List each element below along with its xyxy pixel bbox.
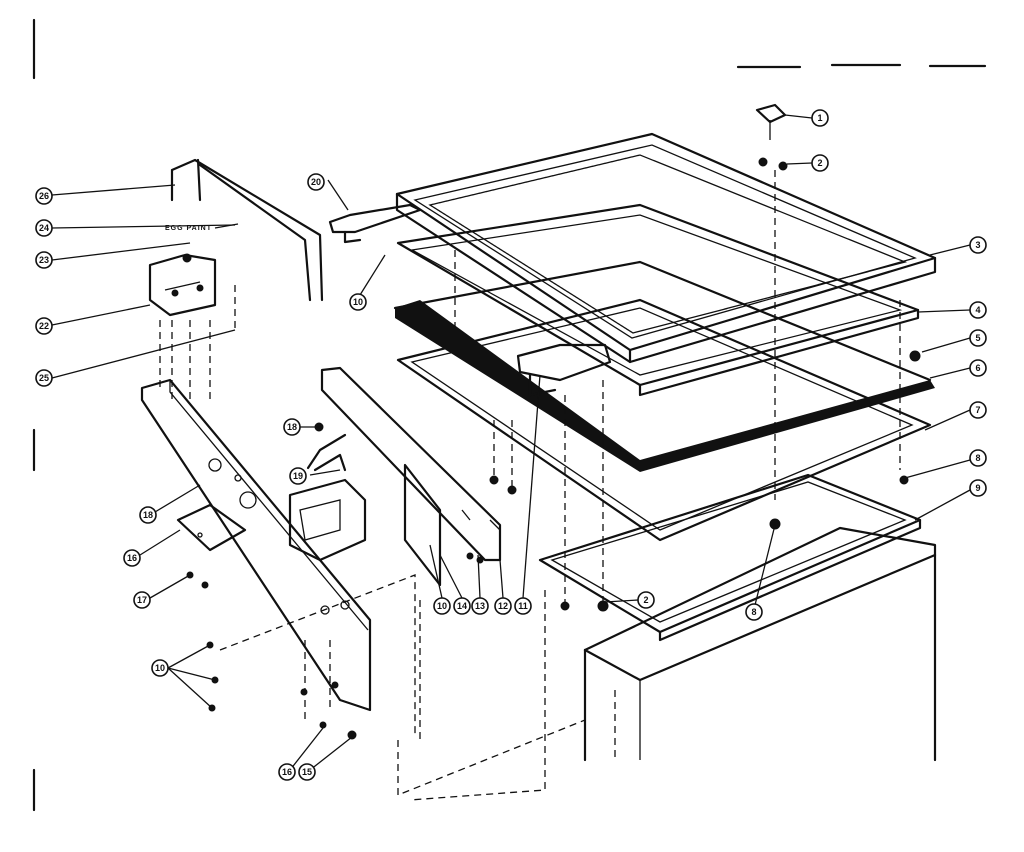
svg-text:12: 12 <box>498 601 508 611</box>
svg-text:5: 5 <box>975 333 980 343</box>
callout-2: 2 <box>811 154 829 172</box>
callout-4: 4 <box>969 301 987 319</box>
callout-10-left: 10 <box>433 597 451 615</box>
callout-18-top: 18 <box>283 418 301 436</box>
svg-text:17: 17 <box>137 595 147 605</box>
callout-1: 1 <box>811 109 829 127</box>
callout-25: 25 <box>35 369 53 387</box>
callout-26: 26 <box>35 187 53 205</box>
skirt-guide-lines <box>219 574 586 801</box>
callout-24: 24 <box>35 219 53 237</box>
callout-17: 17 <box>133 591 151 609</box>
svg-text:22: 22 <box>39 321 49 331</box>
lid-latch <box>755 103 787 140</box>
svg-text:16: 16 <box>127 553 137 563</box>
svg-text:16: 16 <box>282 767 292 777</box>
svg-text:14: 14 <box>457 601 467 611</box>
svg-text:11: 11 <box>518 601 528 611</box>
callout-14: 14 <box>453 597 471 615</box>
svg-text:6: 6 <box>975 363 980 373</box>
svg-text:8: 8 <box>975 453 980 463</box>
callout-5: 5 <box>969 329 987 347</box>
callout-10-top: 10 <box>349 293 367 311</box>
callout-7: 7 <box>969 401 987 419</box>
control-panel-backsplash <box>140 378 372 712</box>
switch-plate <box>176 503 247 552</box>
svg-text:20: 20 <box>311 177 321 187</box>
callout-6: 6 <box>969 359 987 377</box>
inner-lid-panel <box>396 203 920 397</box>
cabinet-top <box>583 526 937 762</box>
control-bracket <box>148 253 217 317</box>
svg-text:3: 3 <box>975 240 980 250</box>
callout-16-bottom-left: 16 <box>278 763 296 781</box>
lid-support-hinge <box>328 203 422 244</box>
callout-3: 3 <box>969 236 987 254</box>
svg-text:18: 18 <box>143 510 153 520</box>
assembly-guide-lines <box>454 170 901 605</box>
callout-16-left: 16 <box>123 549 141 567</box>
callout-11: 11 <box>514 597 532 615</box>
svg-text:8: 8 <box>751 607 756 617</box>
leader-lines <box>51 114 971 771</box>
svg-text:23: 23 <box>39 255 49 265</box>
callout-22: 22 <box>35 317 53 335</box>
svg-text:19: 19 <box>293 471 303 481</box>
page-frame-marks <box>32 18 987 812</box>
svg-text:2: 2 <box>817 158 822 168</box>
callout-8-center: 8 <box>745 603 763 621</box>
svg-text:9: 9 <box>975 483 980 493</box>
callout-16-bottom-right: 16 <box>0 0 10 2</box>
svg-text:4: 4 <box>975 305 980 315</box>
callout-20: 20 <box>307 173 325 191</box>
svg-text:1: 1 <box>817 113 822 123</box>
svg-text:13: 13 <box>475 601 485 611</box>
callout-8-right: 8 <box>969 449 987 467</box>
note-label: EGG PAINT <box>165 225 212 232</box>
rear-panel <box>320 366 502 587</box>
fasteners <box>186 157 921 740</box>
callout-9: 9 <box>969 479 987 497</box>
top-lid <box>395 132 937 364</box>
tub-tray <box>396 298 932 542</box>
svg-text:10: 10 <box>155 663 165 673</box>
callout-10-right: 10 <box>151 659 169 677</box>
callout-19: 19 <box>289 467 307 485</box>
svg-text:15: 15 <box>302 767 312 777</box>
timer-assembly <box>288 433 367 562</box>
callout-18-bottom: 18 <box>139 506 157 524</box>
svg-text:10: 10 <box>437 601 447 611</box>
callout-23: 23 <box>35 251 53 269</box>
svg-text:26: 26 <box>39 191 49 201</box>
svg-text:10: 10 <box>353 297 363 307</box>
callout-2-center: 2 <box>637 591 655 609</box>
svg-text:24: 24 <box>39 223 49 233</box>
svg-text:25: 25 <box>39 373 49 383</box>
lid-hinge-center <box>516 343 612 397</box>
svg-text:2: 2 <box>643 595 648 605</box>
svg-text:18: 18 <box>287 422 297 432</box>
bracket-guide-lines <box>159 285 236 400</box>
svg-text:7: 7 <box>975 405 980 415</box>
callout-12: 12 <box>494 597 512 615</box>
callout-13: 13 <box>471 597 489 615</box>
callout-15: 15 <box>298 763 316 781</box>
base-frame <box>538 473 922 642</box>
